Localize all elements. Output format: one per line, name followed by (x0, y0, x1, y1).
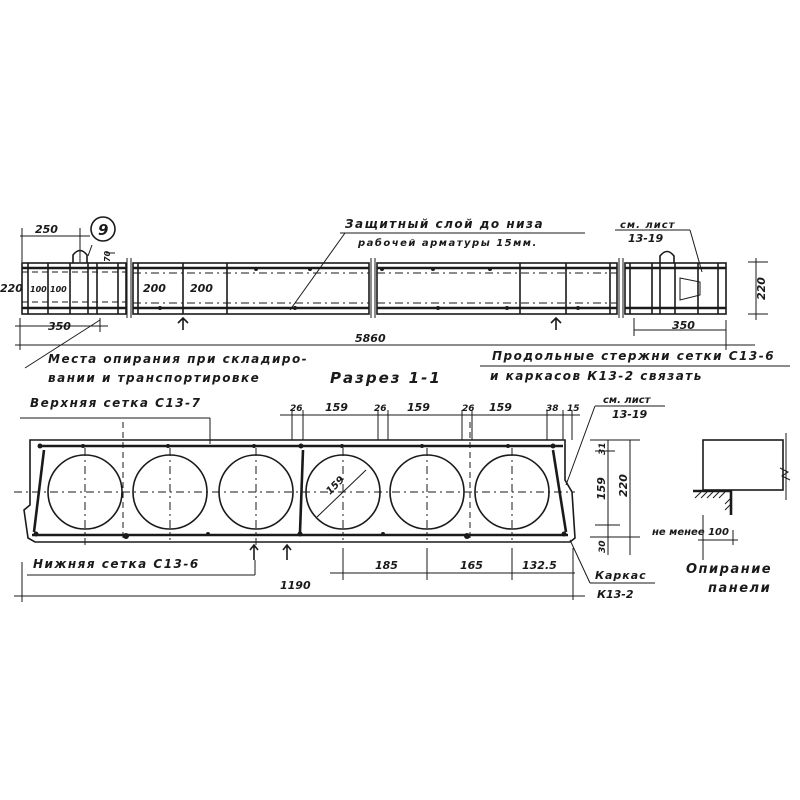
dim-250: 250 (35, 223, 58, 236)
dim-350-right: 350 (672, 319, 695, 332)
vdim-hole: 159 (595, 477, 608, 500)
support-places-note-2: вании и транспортировке (48, 371, 260, 385)
section-view (14, 422, 576, 545)
top-dim-5: 26 (462, 404, 475, 414)
longitudinal-bars-note-1: Продольные стержни сетки С13-6 (492, 349, 775, 363)
vdim-bottom: 30 (598, 540, 608, 553)
top-dim-6: 159 (489, 401, 512, 414)
protective-layer-note-1: Защитный слой до низа (345, 217, 544, 231)
dim-total-length: 5860 (355, 332, 386, 345)
top-dim-3: 26 (374, 404, 387, 414)
support-title-1: Опирание (686, 562, 772, 577)
see-sheet-note-2: 13-19 (628, 232, 664, 245)
top-dim-1: 26 (290, 404, 303, 414)
longitudinal-bars-note-2: и каркасов К13-2 связать (490, 369, 703, 383)
support-places-note-1: Места опирания при складиро- (48, 352, 308, 366)
dim-spacing-200a: 200 (143, 282, 166, 295)
section-see-sheet-2: 13-19 (612, 408, 648, 421)
dim-height-left: 220 (0, 282, 23, 295)
top-dim-8: 15 (567, 404, 580, 414)
dim-350-left: 350 (48, 320, 71, 333)
callout-circle (90, 216, 116, 242)
hole-diameter: 159 (324, 475, 347, 498)
frame-label-2: К13-2 (597, 588, 634, 601)
vdim-top: 31 (598, 442, 608, 455)
bottom-mesh-label: Нижняя сетка С13-6 (33, 557, 200, 571)
dim-height-right: 220 (755, 277, 768, 300)
frame-label-1: Каркас (595, 569, 647, 582)
total-width: 1190 (280, 579, 311, 592)
dim-spacing-100a: 100 (30, 285, 47, 294)
support-title-2: панели (708, 581, 771, 596)
dim-spacing-100b: 100 (50, 285, 67, 294)
section-title: Разрез 1-1 (330, 369, 442, 387)
support-detail (693, 433, 791, 560)
section-see-sheet-1: см. лист (603, 395, 652, 406)
top-dim-2: 159 (325, 401, 348, 414)
elevation-view (15, 216, 768, 369)
top-dim-7: 38 (546, 404, 559, 414)
dim-spacing-200b: 200 (190, 282, 213, 295)
bottom-dim-1: 185 (375, 559, 398, 572)
callout-label: 9 (98, 221, 110, 239)
vdim-total: 220 (617, 474, 630, 497)
bottom-dim-3: 132.5 (522, 559, 557, 572)
top-mesh-label: Верхняя сетка С13-7 (30, 396, 201, 410)
bottom-dim-2: 165 (460, 559, 483, 572)
protective-layer-note-2: рабочей арматуры 15мм. (357, 237, 538, 249)
top-dim-4: 159 (407, 401, 430, 414)
min-support-label: не менее 100 (652, 527, 729, 538)
see-sheet-note-1: см. лист (620, 220, 676, 231)
dim-lift-loop: 70 (103, 250, 112, 262)
